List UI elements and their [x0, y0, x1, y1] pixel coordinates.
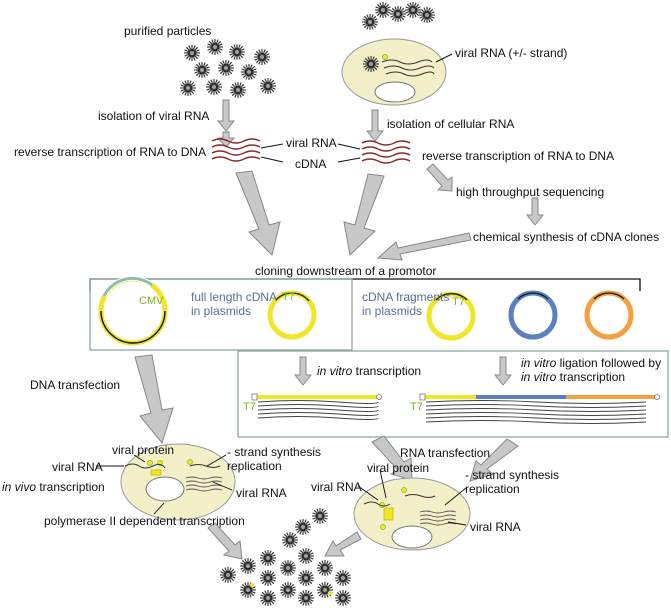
label-left-viral-rna-2: viral RNA — [236, 486, 287, 500]
progeny-particles — [219, 507, 352, 607]
arrow-to-hts — [426, 163, 453, 192]
top-right-particles — [361, 1, 436, 31]
rna-bundle-right — [361, 140, 411, 164]
arrow-big-right — [343, 173, 385, 257]
label-left-viral-protein: viral protein — [112, 443, 175, 457]
arrow-rna-transfection-left — [371, 435, 413, 481]
label-viral-rna-middle: viral RNA — [286, 136, 337, 150]
label-purified-particles: purified particles — [124, 24, 212, 38]
arrow-hts-to-chem — [525, 197, 545, 226]
label-full-length-in-plasmids: in plasmids — [191, 304, 252, 318]
label-dna-transfection: DNA transfection — [30, 378, 121, 392]
label-right-viral-protein: viral protein — [367, 461, 430, 475]
label-cloning: cloning downstream of a promotor — [255, 264, 437, 278]
label-viral-rna-plus-minus: viral RNA (+/- strand) — [455, 46, 568, 60]
arrow-final-left — [207, 522, 243, 560]
fragment-plasmids — [426, 290, 634, 341]
label-left-viral-rna: viral RNA — [52, 460, 103, 474]
viral-rna-cdna-pointers — [260, 143, 361, 163]
label-left-minus-strand: - strand synthesis — [227, 445, 322, 459]
label-reverse-transcription-right: reverse transcription of RNA to DNA — [422, 149, 615, 163]
label-in-vivo-transcription: in vivo transcription — [2, 480, 105, 494]
label-in-vitro-italic: in vitro — [317, 364, 353, 378]
label-isolation-cellular-rna: isolation of cellular RNA — [387, 117, 515, 131]
arrow-final-right — [324, 531, 362, 557]
label-ligation-line-1: in vitro ligation followed by — [521, 356, 661, 370]
label-high-throughput-sequencing: high throughput sequencing — [456, 185, 605, 199]
label-polymerase-ii: polymerase II dependent transcription — [44, 514, 245, 528]
label-in-vitro-transcription: in vitro transcription — [317, 364, 421, 378]
label-ligation-italic-2: in vitro — [521, 370, 557, 384]
cell-dna-transfection — [96, 443, 236, 521]
label-ligation-italic-1: in vitro — [521, 356, 557, 370]
label-t7-in-vitro-left: T7 — [243, 401, 256, 413]
label-isolation-viral-rna: isolation of viral RNA — [98, 109, 210, 123]
label-right-minus-strand: - strand synthesis — [465, 468, 560, 482]
label-t7-in-vitro-right: T7 — [410, 401, 423, 413]
label-right-replication: replication — [465, 482, 520, 496]
label-ligation-line-2: in vitro transcription — [521, 370, 625, 384]
label-cdna-middle: cDNA — [295, 157, 327, 171]
infected-cell-top — [341, 38, 453, 106]
purified-particles-cluster — [179, 38, 277, 99]
label-reverse-transcription-left: reverse transcription of RNA to DNA — [14, 145, 207, 159]
label-full-length-cdna: full length cDNA — [191, 290, 278, 304]
arrow-dna-transfection — [134, 354, 174, 445]
label-t7-full-length: T7 — [282, 291, 295, 303]
label-right-viral-rna: viral RNA — [311, 480, 362, 494]
label-right-viral-rna-2: viral RNA — [470, 520, 521, 534]
label-chemical-synthesis: chemical synthesis of cDNA clones — [473, 230, 660, 244]
full-length-plasmid-box — [89, 275, 353, 351]
label-left-replication: replication — [227, 459, 282, 473]
label-t7-fragment: T7 — [452, 296, 465, 308]
label-in-vivo-italic: in vivo — [2, 480, 37, 494]
label-in-vivo-text: transcription — [36, 480, 105, 494]
arrow-chem-to-cloning — [376, 232, 472, 261]
arrow-isolation-cellular — [365, 109, 385, 142]
cell-rna-transfection — [353, 469, 471, 551]
label-fragments-in-plasmids: in plasmids — [362, 304, 423, 318]
label-rna-transfection: RNA transfection — [400, 446, 491, 460]
label-cdna-fragments: cDNA fragments — [362, 290, 450, 304]
arrow-big-left — [235, 170, 281, 256]
arrow-rna-transfection-right — [469, 438, 519, 482]
label-cmv: CMV — [139, 295, 164, 307]
label-ligation-text-1: ligation followed by — [556, 356, 662, 370]
in-vitro-box — [237, 350, 669, 438]
label-transcription-text: transcription — [352, 364, 422, 378]
label-ligation-text-2: transcription — [556, 370, 626, 384]
rna-bundle-left — [211, 138, 261, 162]
